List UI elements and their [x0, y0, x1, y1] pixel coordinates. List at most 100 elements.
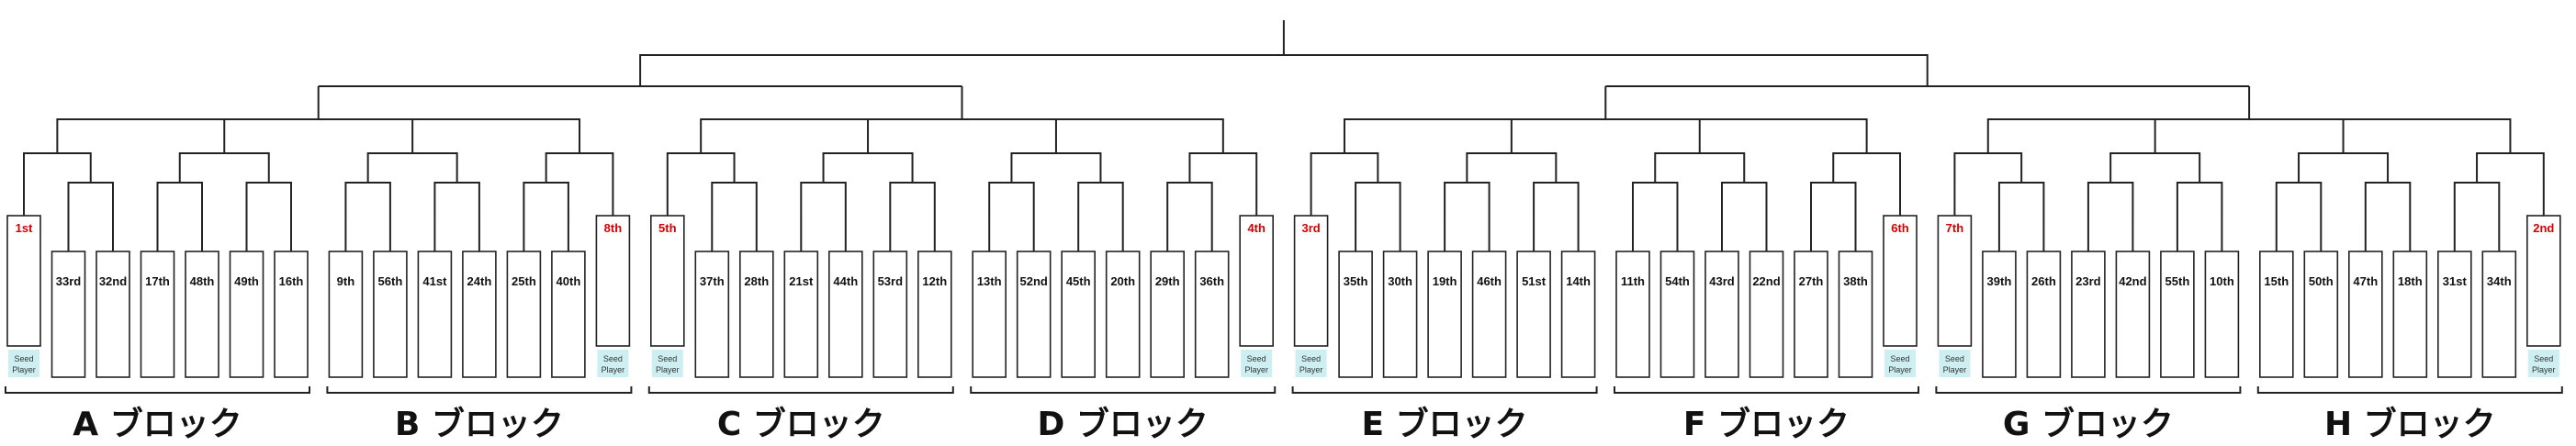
player-rank-label: 35th: [1344, 274, 1368, 288]
player-slot-box: [827, 251, 863, 378]
seed-player-text: Player: [1943, 365, 1967, 374]
player-rank-label: 41st: [422, 274, 447, 288]
player-slot-box: [140, 251, 175, 378]
player-rank-label: 27th: [1799, 274, 1824, 288]
bracket-line: [1310, 152, 1379, 183]
block-brace: [647, 386, 954, 394]
seed-slot-box: [1293, 215, 1329, 347]
bracket-line: [1010, 152, 1102, 183]
bracket-line: [1188, 152, 1258, 183]
player-slot-box: [1427, 251, 1462, 378]
seed-slot-box: [6, 215, 41, 347]
block-label: B ブロック: [395, 405, 564, 443]
player-slot-box: [917, 251, 952, 378]
bracket-line: [2298, 152, 2390, 183]
seed-player-text: Player: [656, 365, 680, 374]
bracket-line: [2342, 118, 2512, 153]
player-slot-box: [1382, 251, 1418, 378]
player-slot-box: [2437, 251, 2472, 378]
player-rank-label: 26th: [2031, 274, 2056, 288]
seed-player-badge: [597, 350, 629, 377]
bracket-line: [1166, 182, 1213, 216]
bracket-line: [1721, 182, 1768, 216]
bracket-line: [666, 152, 736, 183]
player-rank-label: 22nd: [1752, 274, 1780, 288]
block-brace: [1291, 386, 1598, 394]
player-rank-label: 19th: [1433, 274, 1457, 288]
block-label: D ブロック: [1037, 405, 1208, 443]
seed-player-badge: [651, 350, 683, 377]
block-brace: [1614, 386, 1919, 394]
player-slot-box: [972, 251, 1007, 378]
bracket-line: [1355, 182, 1401, 216]
player-slot-box: [551, 251, 586, 378]
player-rank-label: 45th: [1066, 274, 1091, 288]
player-slot-box: [1982, 251, 2017, 378]
player-rank-label: 14th: [1566, 274, 1591, 288]
player-rank-label: 50th: [2309, 274, 2334, 288]
bracket-line: [1077, 182, 1124, 216]
player-slot-box: [274, 251, 309, 378]
player-slot-box: [1794, 251, 1828, 378]
player-rank-label: 36th: [1199, 274, 1224, 288]
player-slot-box: [1560, 251, 1596, 378]
bracket-line: [1953, 152, 2023, 183]
bracket-line: [178, 152, 270, 183]
bracket-line: [433, 182, 480, 216]
seed-player-text: Player: [1888, 365, 1912, 374]
player-rank-label: 51st: [1522, 274, 1547, 288]
player-rank-label: 53rd: [878, 274, 904, 288]
seed-player-badge: [1295, 350, 1327, 377]
bracket-line: [1054, 118, 1224, 153]
block-label: E ブロック: [1362, 405, 1528, 443]
player-slot-box: [738, 251, 774, 378]
player-rank-label: 38th: [1843, 274, 1868, 288]
player-slot-box: [1838, 251, 1873, 378]
player-rank-label: 49th: [234, 274, 259, 288]
player-rank-label: 48th: [190, 274, 215, 288]
block-brace: [2256, 386, 2563, 394]
seed-player-text: Seed: [603, 354, 623, 363]
player-slot-box: [1516, 251, 1551, 378]
player-rank-label: 17th: [145, 274, 170, 288]
bracket-line: [411, 118, 581, 153]
block-label: G ブロック: [2003, 405, 2174, 443]
player-rank-label: 54th: [1665, 274, 1690, 288]
block-label: C ブロック: [717, 405, 885, 443]
bracket-line: [1698, 118, 1868, 153]
player-rank-label: 32nd: [99, 274, 127, 288]
block-brace: [1935, 386, 2242, 394]
block-brace: [326, 386, 633, 394]
bracket-line: [2176, 182, 2223, 216]
player-rank-label: 9th: [337, 274, 355, 288]
player-slot-box: [1338, 251, 1373, 378]
player-rank-label: 55th: [2165, 274, 2190, 288]
player-slot-box: [783, 251, 819, 378]
seed-player-text: Seed: [14, 354, 33, 363]
seed-player-text: Seed: [1301, 354, 1321, 363]
player-rank-label: 10th: [2210, 274, 2234, 288]
player-slot-box: [185, 251, 219, 378]
bracket-line: [366, 152, 458, 183]
player-slot-box: [1659, 251, 1695, 378]
bracket-line: [2364, 182, 2412, 216]
seed-player-text: Player: [1244, 365, 1268, 374]
seed-rank-label: 6th: [1891, 221, 1909, 235]
player-rank-label: 47th: [2353, 274, 2378, 288]
player-slot-box: [1150, 251, 1185, 378]
player-rank-label: 37th: [700, 274, 725, 288]
player-rank-label: 56th: [378, 274, 403, 288]
seed-player-text: Seed: [2534, 354, 2553, 363]
player-slot-box: [2481, 251, 2517, 378]
bracket-line: [1810, 182, 1857, 216]
bracket-line: [1832, 152, 1901, 183]
seed-player-text: Player: [1299, 365, 1323, 374]
player-rank-label: 42nd: [2119, 274, 2146, 288]
seed-rank-label: 4th: [1247, 221, 1266, 235]
player-slot-box: [2115, 251, 2151, 378]
player-slot-box: [328, 251, 364, 378]
seed-player-text: Seed: [1945, 354, 1964, 363]
bracket-line: [23, 152, 92, 183]
bracket-line: [800, 182, 847, 216]
